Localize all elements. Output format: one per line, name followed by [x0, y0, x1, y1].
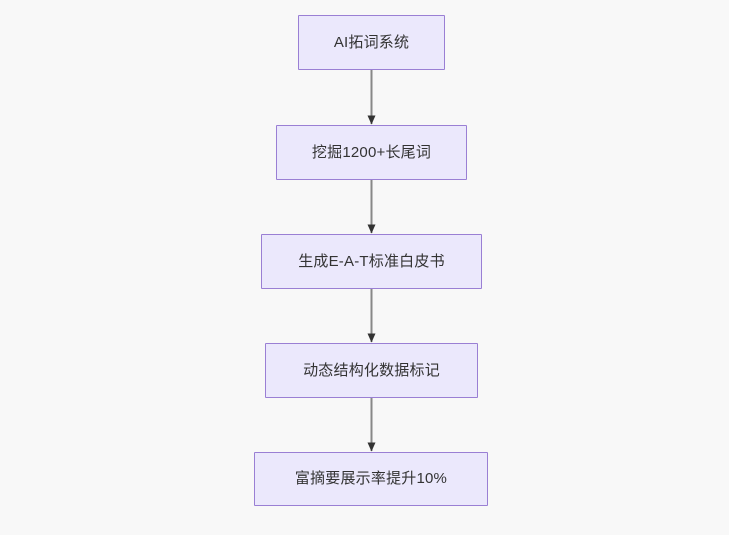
node-label: 挖掘1200+长尾词	[311, 143, 432, 161]
node-dynamic-structured-data[interactable]: 动态结构化数据标记	[265, 343, 478, 398]
node-generate-eat-whitepaper[interactable]: 生成E-A-T标准白皮书	[261, 234, 482, 289]
node-mine-longtail-keywords[interactable]: 挖掘1200+长尾词	[276, 125, 467, 180]
node-rich-snippet-result[interactable]: 富摘要展示率提升10%	[254, 452, 488, 506]
node-label: 富摘要展示率提升10%	[294, 470, 448, 487]
node-ai-keyword-system[interactable]: AI拓词系统	[298, 15, 445, 70]
node-label: AI拓词系统	[333, 33, 410, 51]
node-label: 动态结构化数据标记	[303, 361, 440, 379]
node-label: 生成E-A-T标准白皮书	[298, 252, 445, 270]
